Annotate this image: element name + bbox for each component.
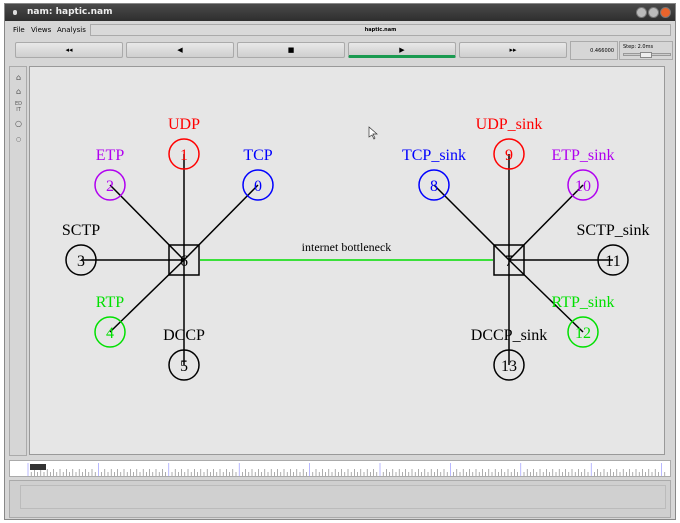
play-backward-button[interactable]: ◀	[126, 42, 234, 58]
node-6[interactable]: 6	[168, 244, 200, 276]
link-7-8[interactable]	[433, 184, 510, 261]
menu-views[interactable]: Views	[31, 26, 52, 34]
node-2[interactable]: 2 ETP	[94, 147, 126, 201]
node-13[interactable]: 13 DCCP_sink	[471, 327, 547, 381]
timeline-ticks	[27, 463, 666, 476]
node-5[interactable]: 5 DCCP	[163, 327, 205, 381]
title-bar: nam: haptic.nam	[5, 4, 675, 21]
node-1[interactable]: 1 UDP	[168, 116, 200, 170]
node-3[interactable]: 3 SCTP	[62, 222, 100, 276]
network-canvas[interactable]: internet bottleneck 0 TCP 1 UDP 2 ETP 3 SCTP 4 RTP…	[29, 66, 665, 455]
rewind-button[interactable]: ◂◂	[15, 42, 123, 58]
app-icon	[13, 10, 17, 15]
node-label: ETP	[96, 147, 125, 164]
node-label: DCCP_sink	[471, 327, 547, 344]
link-6-4[interactable]	[109, 259, 185, 333]
node-id: 2	[106, 178, 114, 195]
step-label: Step: 2.0ms	[623, 44, 654, 50]
node-12[interactable]: 12 RTP_sink	[551, 294, 615, 348]
stop-button[interactable]: ■	[237, 42, 345, 58]
window-title: nam: haptic.nam	[27, 7, 113, 17]
node-label: RTP_sink	[551, 294, 614, 311]
node-label: ETP_sink	[551, 147, 614, 164]
play-forward-button[interactable]: ▶	[348, 42, 456, 58]
node-id: 0	[254, 178, 262, 195]
fast-forward-button[interactable]: ▸▸	[459, 42, 567, 58]
monitor-icon[interactable]: ○	[15, 119, 22, 128]
node-id: 12	[575, 325, 591, 342]
nam-window: nam: haptic.nam File Views Analysis hapt…	[4, 3, 676, 520]
node-8[interactable]: 8 TCP_sink	[402, 147, 466, 201]
link-6-2[interactable]	[109, 184, 185, 261]
node-id: 3	[77, 253, 85, 270]
node-label: TCP_sink	[402, 147, 466, 164]
node-id: 1	[180, 147, 188, 164]
node-id: 4	[106, 325, 114, 342]
step-slider[interactable]: Step: 2.0ms	[619, 41, 673, 60]
node-id: 10	[575, 178, 591, 195]
network-graph: internet bottleneck 0 TCP 1 UDP 2 ETP 3 SCTP 4 RTP…	[62, 116, 650, 381]
record-icon[interactable]: ○	[15, 136, 22, 143]
timeline-slider[interactable]	[9, 460, 671, 477]
node-label: UDP_sink	[476, 116, 543, 133]
annotation-panel	[9, 480, 671, 518]
node-11[interactable]: 11 SCTP_sink	[577, 222, 650, 276]
node-0[interactable]: 0 TCP	[242, 147, 274, 201]
menu-analysis[interactable]: Analysis	[57, 26, 86, 34]
mouse-cursor-icon	[368, 126, 378, 140]
zoom-out-icon[interactable]: ⌂	[15, 87, 22, 96]
step-thumb[interactable]	[640, 52, 652, 58]
link-6-0[interactable]	[183, 184, 259, 261]
node-4[interactable]: 4 RTP	[94, 294, 126, 348]
node-label: RTP	[96, 294, 124, 311]
maximize-button[interactable]	[648, 7, 659, 18]
link-7-10[interactable]	[508, 184, 584, 261]
node-label: SCTP	[62, 222, 100, 239]
node-label: TCP	[243, 147, 272, 164]
node-id: 5	[180, 358, 188, 375]
node-id: 8	[430, 178, 438, 195]
annotation-list[interactable]	[20, 485, 666, 509]
link-7-12[interactable]	[508, 259, 584, 333]
timeline-thumb[interactable]	[30, 464, 46, 470]
menu-file[interactable]: File	[13, 26, 25, 34]
filename-display: haptic.nam	[90, 24, 671, 36]
node-id: 9	[505, 147, 513, 164]
close-button[interactable]	[660, 7, 671, 18]
node-label: DCCP	[163, 327, 205, 344]
node-9[interactable]: 9 UDP_sink	[476, 116, 543, 170]
link-label: internet bottleneck	[302, 240, 392, 254]
node-label: SCTP_sink	[577, 222, 650, 239]
node-label: UDP	[168, 116, 200, 133]
node-id: 13	[501, 358, 517, 375]
node-id: 11	[605, 253, 620, 270]
node-id: 7	[505, 253, 513, 270]
node-7[interactable]: 7	[493, 244, 525, 276]
time-display: 0.466000	[570, 41, 618, 60]
node-10[interactable]: 10 ETP_sink	[551, 147, 615, 201]
node-id: 6	[180, 253, 188, 270]
playback-toolbar: ◂◂ ◀ ■ ▶ ▸▸ 0.466000 Step: 2.0ms	[9, 40, 673, 62]
minimize-button[interactable]	[636, 7, 647, 18]
menu-bar: File Views Analysis haptic.nam	[5, 22, 675, 38]
zoom-in-icon[interactable]: ⌂	[15, 73, 22, 82]
